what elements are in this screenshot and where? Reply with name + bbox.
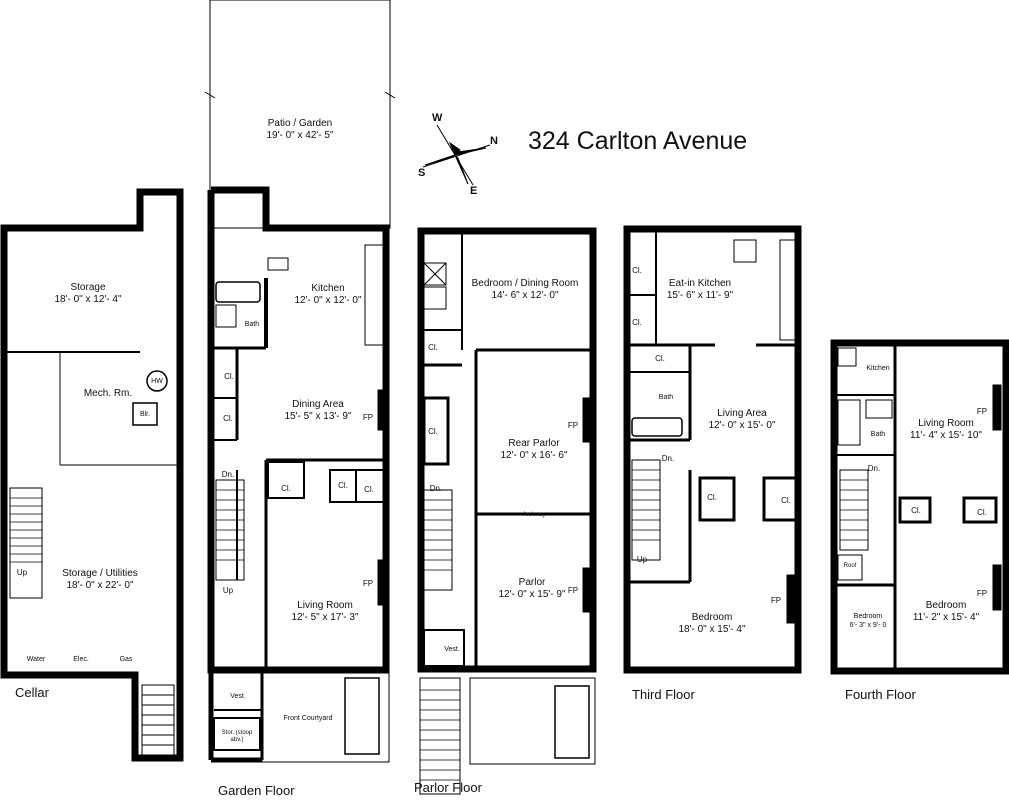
floor-label-third: Third Floor	[632, 687, 695, 702]
roof-access-label: Roof	[843, 563, 857, 569]
bath-label-third: Bath	[658, 394, 674, 401]
cellar-plan	[0, 188, 184, 762]
closet-label: Cl.	[223, 414, 233, 423]
parlor-floor-plan	[417, 227, 597, 795]
closet-label: Cl.	[707, 493, 717, 502]
fireplace-label: FP	[976, 407, 988, 416]
closet-label: Cl.	[338, 481, 348, 490]
stair-down-label: Dn.	[429, 484, 443, 493]
floor-label-fourth: Fourth Floor	[845, 687, 916, 702]
stair-up-label: Up	[16, 568, 28, 577]
compass-e-label: E	[470, 185, 478, 197]
closet-label: Cl.	[281, 484, 291, 493]
closet-label: Cl.	[632, 318, 642, 327]
gas-label: Gas	[119, 656, 133, 663]
compass-s-label: S	[418, 167, 426, 179]
compass-w-label: W	[432, 112, 443, 124]
water-label: Water	[26, 656, 46, 663]
compass-rose-icon	[422, 124, 491, 186]
closet-label: Cl.	[781, 496, 791, 505]
bath-label-fourth: Bath	[870, 431, 886, 438]
closet-label: Cl.	[364, 485, 374, 494]
floor-label-cellar: Cellar	[15, 685, 49, 700]
closet-label: Cl.	[655, 354, 665, 363]
compass-n-label: N	[490, 135, 498, 147]
stair-down-label: Dn.	[221, 470, 235, 479]
archway-label: Archway	[522, 512, 546, 518]
vest-label-parlor: Vest.	[444, 646, 460, 653]
fireplace-label: FP	[362, 579, 374, 588]
closet-label: Cl.	[632, 266, 642, 275]
fireplace-label: FP	[770, 596, 782, 605]
closet-label: Cl.	[911, 506, 921, 515]
fourth-floor-plan	[830, 339, 1009, 675]
stor-under-stoop-label: Stor. (stoop abv.)	[221, 730, 253, 743]
floor-label-parlor: Parlor Floor	[414, 780, 482, 795]
closet-label: Cl.	[428, 343, 438, 352]
stair-up-label: Up	[222, 586, 234, 595]
closet-label: Cl.	[224, 372, 234, 381]
floor-label-garden: Garden Floor	[218, 783, 295, 798]
fireplace-label: FP	[976, 589, 988, 598]
vest-label-garden: Vest.	[230, 693, 246, 700]
room-mech: Mech. Rm.	[83, 388, 133, 399]
front-courtyard-label: Front Courtyard	[283, 715, 333, 722]
stair-down-label: Dn.	[867, 464, 881, 473]
stair-up-label: Up	[636, 555, 648, 564]
kitchen-label-fourth: Kitchen	[866, 365, 890, 372]
third-floor-plan	[623, 225, 802, 674]
elec-label: Elec.	[73, 656, 89, 663]
fireplace-label: FP	[567, 421, 579, 430]
boiler-label: Blr.	[139, 411, 151, 418]
bath-label-garden: Bath	[244, 321, 260, 328]
closet-label: Cl.	[977, 508, 987, 517]
hot-water-heater-label: HW	[151, 378, 163, 385]
garden-floor-plan	[204, 0, 396, 763]
fireplace-label: FP	[362, 413, 374, 422]
property-address-title: 324 Carlton Avenue	[528, 127, 748, 155]
stair-down-label: Dn.	[661, 454, 675, 463]
fireplace-label: FP	[567, 586, 579, 595]
closet-label: Cl.	[428, 427, 438, 436]
